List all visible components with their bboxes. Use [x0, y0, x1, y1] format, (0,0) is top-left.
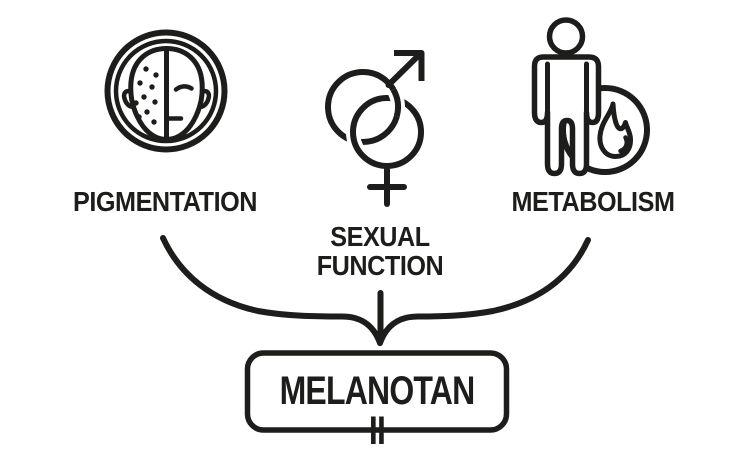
sexual-function-label: SEXUAL FUNCTION	[316, 221, 444, 281]
person-with-flame-icon	[531, 17, 650, 177]
melanotan-label: MELANOTAN II	[279, 369, 476, 453]
closed-eye	[173, 84, 194, 92]
metabolism-label: METABOLISM	[511, 186, 675, 217]
flame	[597, 101, 634, 159]
right-ear	[197, 88, 212, 109]
person-head	[546, 17, 586, 56]
pigmentation-label: PIGMENTATION	[72, 186, 258, 217]
convergence-connector	[160, 235, 591, 346]
person-body	[531, 54, 602, 177]
male-arrow-head	[394, 50, 425, 81]
male-arrow-shaft	[385, 51, 423, 88]
male-female-symbols-icon	[325, 50, 428, 207]
brace-left-curve	[160, 235, 383, 346]
melanotan-box	[244, 350, 510, 433]
half-pigmented-face-icon	[104, 29, 228, 153]
male-over-arc	[390, 87, 401, 117]
brace-right-curve	[377, 237, 591, 346]
flame-inner-curl	[618, 135, 630, 154]
left-ear	[121, 88, 136, 109]
outer-ring	[104, 29, 228, 153]
pigment-dots	[133, 66, 159, 125]
